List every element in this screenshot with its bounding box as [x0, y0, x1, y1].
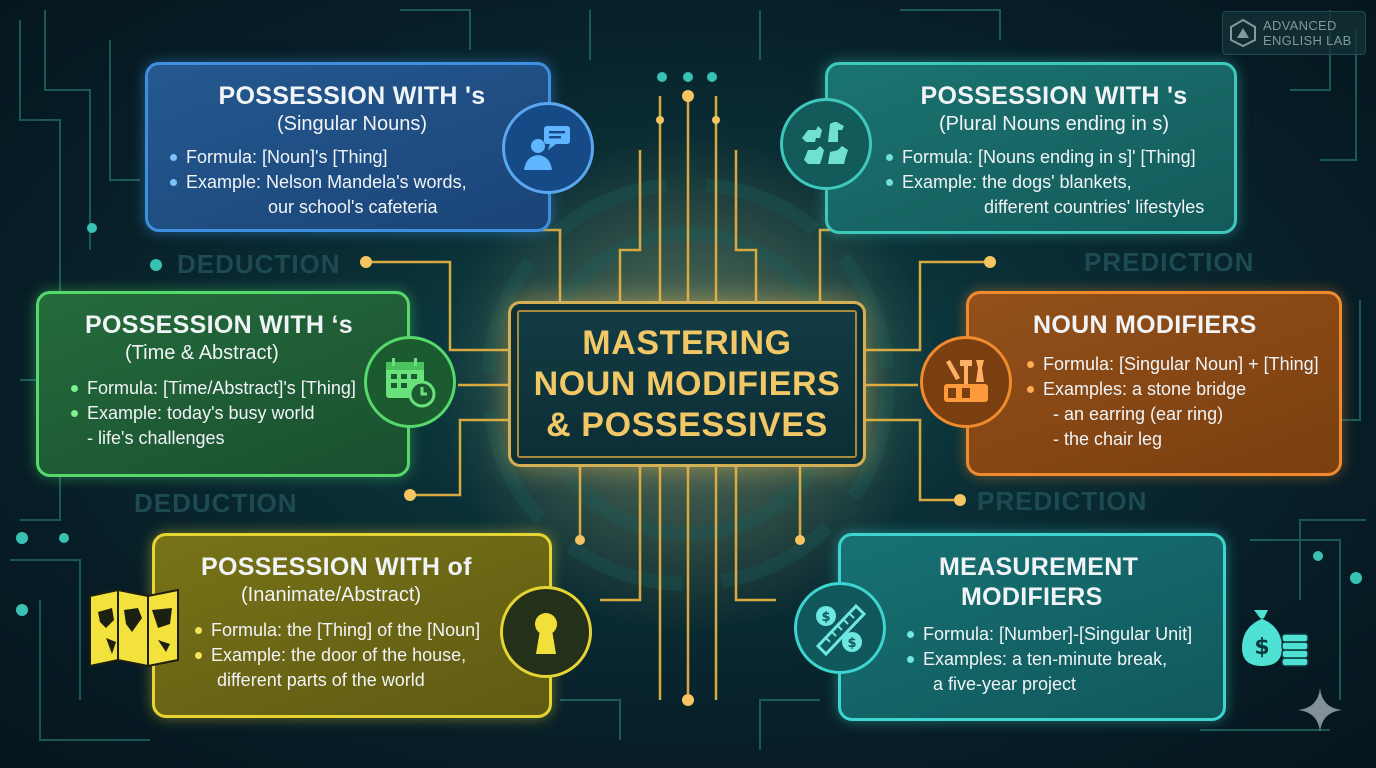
central-title-line3: & POSSESSIVES	[546, 405, 828, 444]
card-title: POSSESSION WITH 's	[920, 82, 1188, 110]
person-speech-bubble-icon	[502, 102, 594, 194]
money-ruler-icon: $ $	[794, 582, 886, 674]
brand-text: ADVANCED ENGLISH LAB	[1263, 18, 1352, 48]
money-bag-coins-icon: $	[1242, 610, 1309, 667]
card-possession-singular: POSSESSION WITH 's (Singular Nouns) Form…	[145, 62, 551, 232]
watermark-prediction-bottom: PREDICTION	[977, 486, 1148, 516]
card-example: Examples: a stone bridge	[1027, 377, 1329, 402]
calendar-clock-icon	[364, 336, 456, 428]
dogs-icon	[780, 98, 872, 190]
brand-line2: ENGLISH LAB	[1263, 33, 1352, 48]
card-example-cont: different countries' lifestyles	[984, 197, 1205, 217]
card-title: NOUN MODIFIERS	[1033, 311, 1257, 339]
card-example-cont: - the chair leg	[1053, 429, 1163, 449]
brand-line1: ADVANCED	[1263, 18, 1337, 33]
central-title-line1: MASTERING	[582, 323, 792, 362]
card-example-cont: different parts of the world	[217, 670, 425, 690]
card-example: Example: the door of the house,	[195, 643, 539, 668]
card-possession-of: POSSESSION WITH of (Inanimate/Abstract) …	[152, 533, 552, 718]
card-example-cont: - an earring (ear ring)	[1053, 404, 1224, 424]
card-possession-plural: POSSESSION WITH 's (Plural Nouns ending …	[825, 62, 1237, 234]
central-title-line2: NOUN MODIFIERS	[533, 364, 841, 403]
card-title: POSSESSION WITH 's	[218, 82, 486, 110]
sparkle-icon	[1298, 688, 1342, 732]
svg-text:$: $	[1254, 635, 1269, 660]
lab-logo-icon	[1230, 18, 1256, 48]
card-formula: Formula: [Nouns ending in s]' [Thing]	[886, 145, 1222, 170]
card-formula: Formula: the [Thing] of the [Noun]	[195, 618, 539, 643]
card-example: Example: today's busy world	[71, 401, 397, 426]
card-formula: Formula: [Number]-[Singular Unit]	[907, 622, 1213, 647]
tools-icon	[920, 336, 1012, 428]
card-title-line1: MEASUREMENT	[939, 553, 1139, 581]
world-map-icon	[89, 588, 179, 668]
brand-badge: ADVANCED ENGLISH LAB	[1222, 11, 1366, 55]
card-possession-time-abstract: POSSESSION WITH ‘s (Time & Abstract) For…	[36, 291, 410, 477]
card-example: Examples: a ten-minute break,	[907, 647, 1213, 672]
card-subtitle: (Time & Abstract)	[125, 342, 279, 364]
keyhole-icon	[500, 586, 592, 678]
card-example-cont: - life's challenges	[87, 428, 225, 448]
card-formula: Formula: [Singular Noun] + [Thing]	[1027, 352, 1329, 377]
card-title: POSSESSION WITH of	[201, 553, 472, 581]
card-example: Example: Nelson Mandela's words,	[170, 170, 534, 195]
watermark-deduction-top: DEDUCTION	[177, 249, 341, 279]
svg-text:$: $	[821, 610, 830, 625]
watermark-prediction-top: PREDICTION	[1084, 247, 1255, 277]
card-subtitle: (Plural Nouns ending in s)	[938, 113, 1170, 135]
card-formula: Formula: [Time/Abstract]'s [Thing]	[71, 376, 397, 401]
card-formula: Formula: [Noun]'s [Thing]	[170, 145, 534, 170]
card-title: MEASUREMENT MODIFIERS	[907, 552, 1213, 612]
card-example: Example: the dogs' blankets,	[886, 170, 1222, 195]
card-subtitle: (Singular Nouns)	[276, 113, 428, 135]
central-title: MASTERING NOUN MODIFIERS & POSSESSIVES	[534, 323, 841, 446]
card-title: POSSESSION WITH ‘s	[85, 311, 353, 339]
card-title-line2: MODIFIERS	[961, 583, 1103, 611]
card-noun-modifiers: NOUN MODIFIERS Formula: [Singular Noun] …	[966, 291, 1342, 476]
svg-text:$: $	[847, 636, 856, 651]
card-measurement-modifiers: MEASUREMENT MODIFIERS Formula: [Number]-…	[838, 533, 1226, 721]
watermark-deduction-bottom: DEDUCTION	[134, 488, 298, 518]
card-example-cont: a five-year project	[933, 674, 1077, 694]
card-subtitle: (Inanimate/Abstract)	[241, 584, 422, 606]
card-example-cont: our school's cafeteria	[268, 197, 438, 217]
central-title-box: MASTERING NOUN MODIFIERS & POSSESSIVES	[508, 301, 866, 467]
